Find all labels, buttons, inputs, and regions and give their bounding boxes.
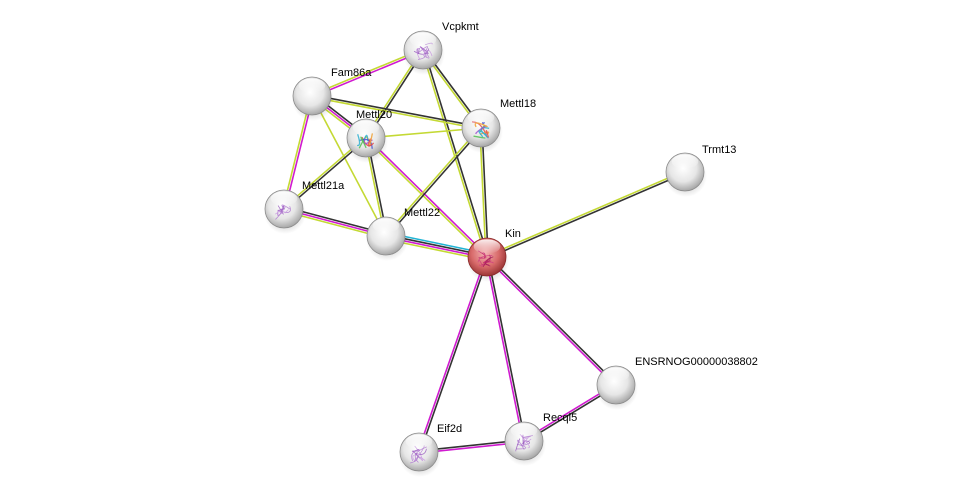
node-gloss: [473, 239, 501, 254]
edge-vcpkmt-kin[interactable]: [421, 49, 489, 258]
edge-kin-recql5[interactable]: [485, 256, 526, 442]
node-mettl18[interactable]: Mettl18: [461, 98, 536, 153]
edge-line-experiments: [417, 256, 487, 452]
node-gloss: [602, 367, 630, 382]
edge-line-coexpression: [419, 257, 489, 453]
node-ensrnog[interactable]: ENSRNOG00000038802: [596, 356, 758, 410]
node-gloss: [372, 218, 400, 233]
edge-line-coexpression: [487, 255, 618, 385]
node-gloss: [352, 120, 380, 135]
protein-structure-icon: [413, 42, 433, 60]
edge-line-experiments: [485, 257, 524, 442]
node-gloss: [405, 434, 433, 449]
edge-line-experiments: [485, 257, 616, 387]
protein-structure-icon: [275, 204, 291, 220]
edge-line-coexpression: [487, 172, 686, 259]
node-recql5[interactable]: Recql5: [504, 412, 577, 466]
node-kin[interactable]: Kin: [467, 228, 521, 282]
edge-trmt13-kin[interactable]: [486, 170, 686, 259]
node-label: Vcpkmt: [442, 21, 479, 33]
node-gloss: [298, 78, 326, 93]
edge-line-textmining: [311, 95, 387, 237]
node-label: Fam86a: [331, 67, 372, 79]
node-label: Mettl20: [356, 109, 392, 121]
node-label: Eif2d: [437, 423, 462, 435]
node-label: Trmt13: [702, 144, 736, 156]
node-gloss: [409, 32, 437, 47]
protein-structure-icon: [356, 133, 375, 149]
node-fam86a[interactable]: Fam86a: [292, 67, 372, 121]
node-vcpkmt[interactable]: Vcpkmt: [403, 21, 479, 75]
edge-line-coexpression: [423, 49, 489, 257]
protein-structure-icon: [477, 250, 494, 268]
node-gloss: [270, 191, 298, 206]
edge-line-textmining: [384, 126, 481, 236]
edge-line-textmining: [364, 138, 487, 259]
edge-line-coexpression: [312, 94, 482, 128]
edge-line-textmining: [421, 50, 487, 258]
node-trmt13[interactable]: Trmt13: [665, 144, 736, 197]
edge-mettl20-kin[interactable]: [364, 136, 489, 259]
edge-fam86a-mettl22[interactable]: [311, 95, 387, 237]
node-label: Mettl21a: [302, 180, 345, 192]
edge-kin-eif2d[interactable]: [417, 256, 489, 453]
edge-line-textmining: [486, 170, 685, 257]
node-label: ENSRNOG00000038802: [635, 356, 758, 368]
node-gloss: [510, 423, 538, 438]
node-mettl20[interactable]: Mettl20: [346, 109, 392, 163]
edge-line-coexpression: [487, 256, 526, 441]
node-eif2d[interactable]: Eif2d: [399, 423, 462, 477]
node-label: Mettl22: [404, 207, 440, 219]
node-label: Kin: [505, 228, 521, 240]
edge-fam86a-mettl18[interactable]: [311, 94, 482, 130]
node-gloss: [467, 110, 495, 125]
node-mettl21a[interactable]: Mettl21a: [264, 180, 345, 234]
edge-mettl18-mettl22[interactable]: [384, 126, 483, 238]
edge-kin-ensrnog[interactable]: [485, 255, 618, 387]
node-gloss: [671, 154, 699, 169]
node-label: Recql5: [543, 412, 577, 424]
edge-line-textmining: [311, 96, 481, 130]
node-label: Mettl18: [500, 98, 536, 110]
edge-line-coexpression: [386, 128, 483, 238]
edge-line-experiments: [366, 136, 489, 257]
node-mettl22[interactable]: Mettl22: [366, 207, 440, 261]
